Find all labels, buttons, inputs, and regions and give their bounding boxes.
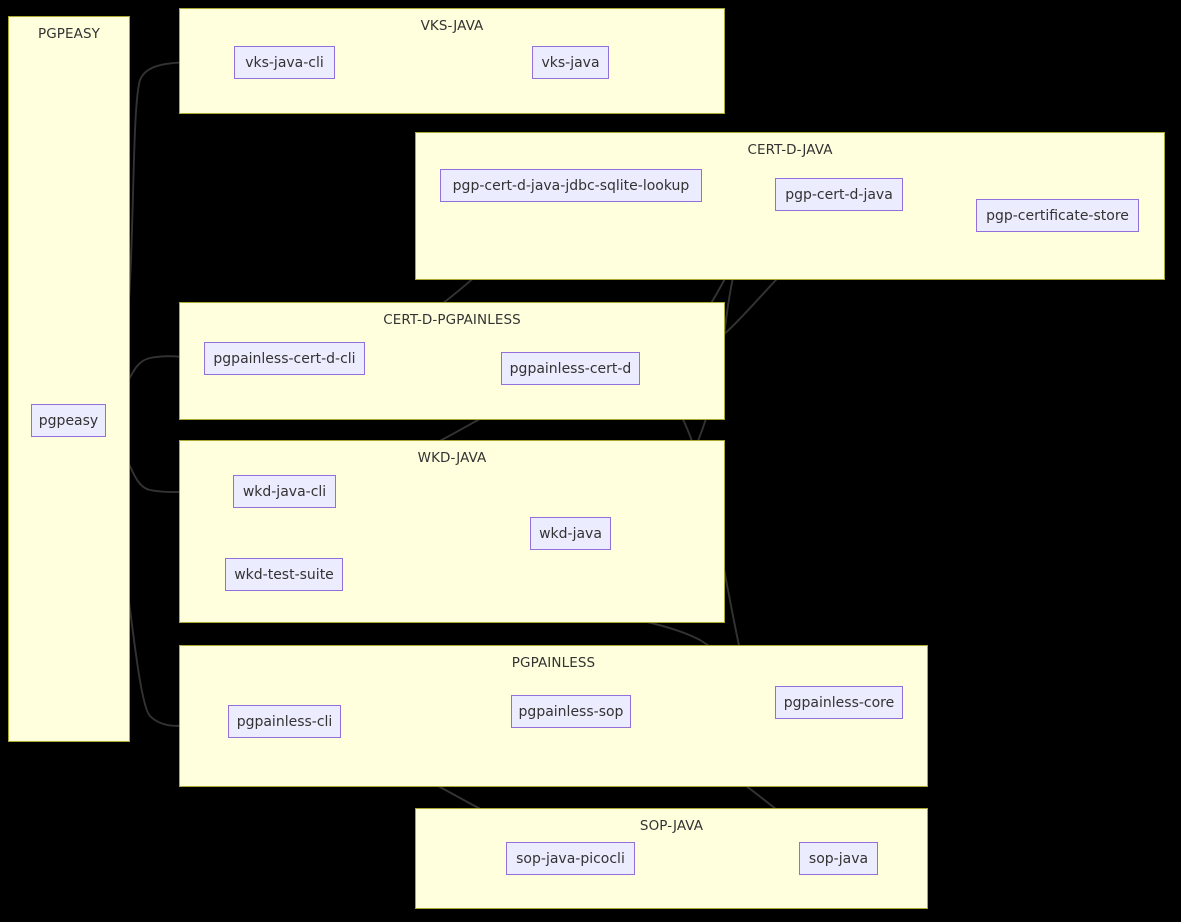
node-label: wkd-java-cli: [242, 483, 327, 500]
cluster-label-cert-d-pgpainless: CERT-D-PGPAINLESS: [383, 312, 521, 328]
node-label: pgpainless-cert-d: [509, 360, 632, 377]
node-label: wkd-test-suite: [234, 566, 334, 583]
node-pgp-cert-d-java[interactable]: pgp-cert-d-java: [775, 178, 903, 211]
cluster-label-sop-java: SOP-JAVA: [639, 818, 704, 834]
node-label: pgp-cert-d-java-jdbc-sqlite-lookup: [452, 177, 690, 194]
node-label: pgpainless-core: [783, 694, 895, 711]
node-sop-java[interactable]: sop-java: [799, 842, 878, 875]
node-label: pgpainless-sop: [518, 703, 624, 720]
cluster-label-cert-d-java: CERT-D-JAVA: [747, 142, 833, 158]
cluster-label-pgpainless: PGPAINLESS: [511, 655, 596, 671]
node-pgpeasy[interactable]: pgpeasy: [31, 404, 106, 437]
node-wkd-test-suite[interactable]: wkd-test-suite: [225, 558, 343, 591]
node-label: pgpainless-cert-d-cli: [213, 350, 356, 367]
node-pgpainless-cli[interactable]: pgpainless-cli: [228, 705, 341, 738]
cluster-wkd-java: WKD-JAVA: [179, 440, 725, 623]
node-label: sop-java-picocli: [516, 850, 625, 867]
node-vks-java[interactable]: vks-java: [532, 46, 609, 79]
node-vks-java-cli[interactable]: vks-java-cli: [234, 46, 335, 79]
cluster-label-vks-java: VKS-JAVA: [420, 18, 484, 34]
node-label: pgp-cert-d-java: [785, 186, 893, 203]
node-pgpainless-sop[interactable]: pgpainless-sop: [511, 695, 631, 728]
node-label: sop-java: [808, 850, 869, 867]
node-label: vks-java-cli: [245, 54, 324, 71]
node-sop-java-picocli[interactable]: sop-java-picocli: [506, 842, 635, 875]
node-label: vks-java: [541, 54, 600, 71]
node-pgpainless-core[interactable]: pgpainless-core: [775, 686, 903, 719]
node-pgp-cert-d-java-jdbc-sqlite-lookup[interactable]: pgp-cert-d-java-jdbc-sqlite-lookup: [440, 169, 702, 202]
cluster-label-pgpeasy: PGPEASY: [37, 26, 101, 42]
node-label: wkd-java: [539, 525, 602, 542]
node-pgp-certificate-store[interactable]: pgp-certificate-store: [976, 199, 1139, 232]
node-pgpainless-cert-d-cli[interactable]: pgpainless-cert-d-cli: [204, 342, 365, 375]
cluster-pgpeasy: PGPEASY: [8, 16, 130, 742]
node-label: pgpainless-cli: [236, 713, 333, 730]
node-wkd-java-cli[interactable]: wkd-java-cli: [233, 475, 336, 508]
node-pgpainless-cert-d[interactable]: pgpainless-cert-d: [501, 352, 640, 385]
node-wkd-java[interactable]: wkd-java: [530, 517, 611, 550]
node-label: pgp-certificate-store: [986, 207, 1129, 224]
cluster-label-wkd-java: WKD-JAVA: [417, 450, 487, 466]
node-label: pgpeasy: [38, 412, 99, 429]
